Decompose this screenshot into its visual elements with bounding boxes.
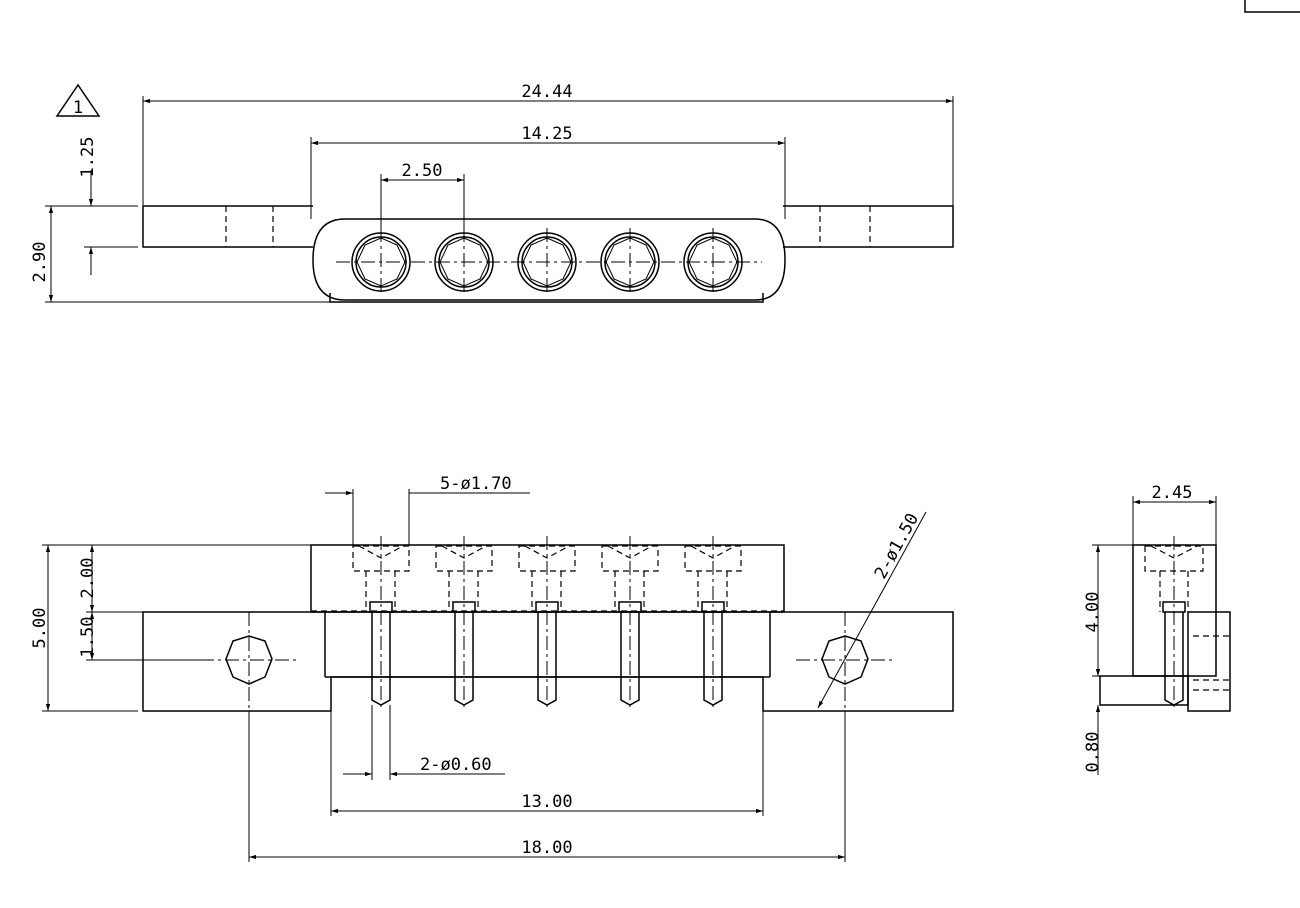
svg-text:14.25: 14.25 (521, 124, 572, 144)
dim-total-height: 5.00 (30, 544, 138, 712)
svg-text:2.00: 2.00 (78, 558, 98, 599)
pin (518, 536, 576, 710)
svg-text:13.00: 13.00 (521, 792, 572, 812)
contact (517, 228, 577, 296)
svg-text:5.00: 5.00 (30, 608, 50, 649)
front-view: 5-ø1.70 2-ø1.50 2-ø0.60 13.00 18 (30, 474, 954, 862)
mount-hole-right (796, 612, 894, 711)
pin (684, 536, 742, 710)
svg-text:0.80: 0.80 (1083, 732, 1103, 773)
pin-row (352, 536, 742, 710)
dim-upper-height: 2.00 (78, 544, 311, 613)
svg-text:4.00: 4.00 (1083, 592, 1103, 633)
svg-text:2.45: 2.45 (1152, 483, 1193, 503)
svg-text:2.50: 2.50 (402, 161, 443, 181)
contact (600, 228, 660, 296)
dim-pitch: 2.50 (380, 161, 465, 233)
dim-housing-length: 14.25 (310, 124, 786, 219)
dim-mount-pitch: 18.00 (248, 711, 846, 862)
svg-text:1.25: 1.25 (78, 137, 98, 178)
svg-text:2-ø0.60: 2-ø0.60 (420, 755, 492, 775)
svg-text:1: 1 (73, 98, 83, 118)
dim-side-height: 4.00 (1083, 544, 1133, 677)
svg-text:24.44: 24.44 (521, 82, 572, 102)
pin (601, 536, 659, 710)
top-view: 24.44 14.25 2.50 1.25 2.9 (30, 82, 954, 303)
dim-pin-hole: 5-ø1.70 (325, 474, 530, 546)
svg-text:1.50: 1.50 (78, 617, 98, 658)
pin (435, 536, 493, 710)
title-block-corner (1244, 0, 1300, 13)
contact (683, 228, 743, 296)
dim-tab-thickness: 1.25 (78, 137, 138, 275)
revision-mark: 1 (55, 83, 101, 118)
housing-outline (312, 218, 786, 301)
svg-text:2.90: 2.90 (30, 242, 50, 283)
contact-row (351, 228, 743, 296)
dim-body-length: 13.00 (330, 711, 764, 816)
dim-flange-height: 1.50 (78, 612, 200, 661)
dim-side-width: 2.45 (1132, 483, 1217, 545)
pin (352, 536, 410, 710)
dim-mount-hole: 2-ø1.50 (817, 510, 927, 709)
dim-overall-length: 24.44 (142, 82, 954, 206)
dim-board-thickness: 0.80 (1083, 650, 1103, 775)
side-view: 2.45 4.00 0.80 (1083, 483, 1231, 775)
svg-text:2-ø1.50: 2-ø1.50 (871, 510, 923, 582)
contact (351, 228, 411, 296)
svg-text:5-ø1.70: 5-ø1.70 (440, 474, 512, 494)
mount-hole-left (200, 612, 298, 711)
dim-height: 2.90 (30, 205, 330, 303)
svg-text:18.00: 18.00 (521, 838, 572, 858)
dim-pin-dia: 2-ø0.60 (343, 705, 505, 780)
